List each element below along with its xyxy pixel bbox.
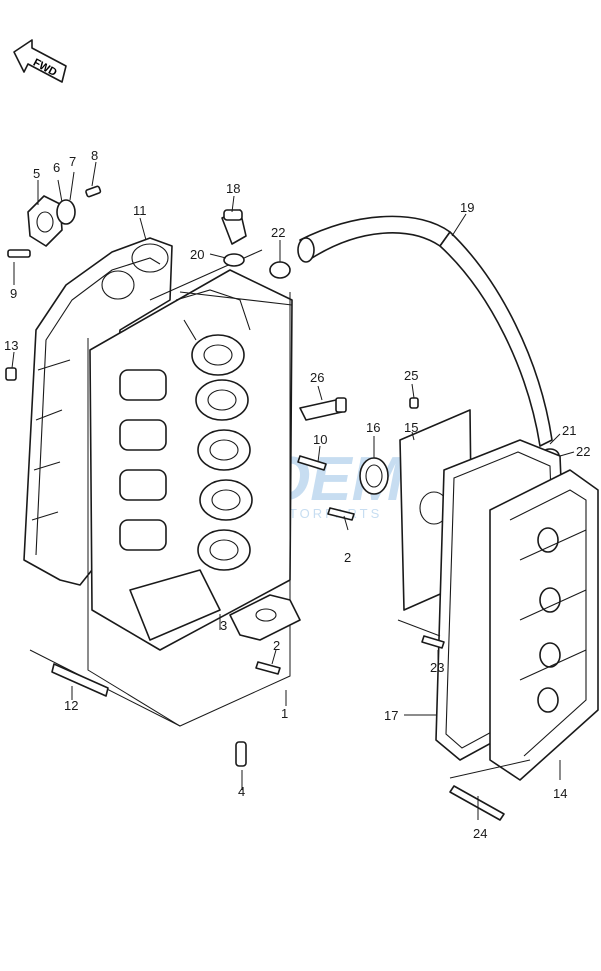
callout-19: 19 bbox=[460, 200, 474, 215]
callout-10: 10 bbox=[313, 432, 327, 447]
callout-22b: 22 bbox=[576, 444, 590, 459]
callout-22a: 22 bbox=[271, 225, 285, 240]
callout-18: 18 bbox=[226, 181, 240, 196]
bolt-12 bbox=[51, 663, 109, 697]
callout-7: 7 bbox=[69, 154, 76, 169]
bolt-2a bbox=[327, 507, 355, 521]
dowel-pin bbox=[235, 741, 247, 767]
thermostat-cover bbox=[27, 195, 63, 247]
callout-8: 8 bbox=[91, 148, 98, 163]
breather-hose bbox=[297, 215, 553, 447]
o-ring-20 bbox=[223, 253, 245, 267]
fwd-arrow-icon: FWD bbox=[13, 39, 67, 83]
callout-16: 16 bbox=[366, 420, 380, 435]
callout-3: 3 bbox=[220, 618, 227, 633]
callout-25: 25 bbox=[404, 368, 418, 383]
callout-labels: 1 2 2 3 4 5 6 7 8 9 10 11 12 13 14 15 16… bbox=[4, 148, 590, 841]
camshaft-cap bbox=[229, 594, 301, 641]
callout-6: 6 bbox=[53, 160, 60, 175]
callout-21: 21 bbox=[562, 423, 576, 438]
oil-filler-cap bbox=[221, 209, 247, 245]
bolt-10 bbox=[297, 455, 327, 471]
callout-1: 1 bbox=[281, 706, 288, 721]
thermostat-bolt-8 bbox=[85, 185, 102, 198]
bolt-24 bbox=[449, 785, 505, 821]
cylinder-head-cover bbox=[489, 469, 599, 781]
callout-2b: 2 bbox=[273, 638, 280, 653]
callout-15: 15 bbox=[404, 420, 418, 435]
callout-5: 5 bbox=[33, 166, 40, 181]
callout-26: 26 bbox=[310, 370, 324, 385]
plug-13 bbox=[5, 367, 17, 381]
callout-2a: 2 bbox=[344, 550, 351, 565]
callout-11: 11 bbox=[133, 203, 147, 218]
bolt-2b bbox=[255, 661, 281, 675]
bolt-23 bbox=[421, 635, 445, 649]
callout-17: 17 bbox=[384, 708, 398, 723]
screw-25 bbox=[409, 397, 419, 409]
thermostat-bolt-9 bbox=[7, 249, 31, 258]
spark-plug bbox=[299, 397, 347, 421]
leader-lines bbox=[11, 161, 575, 820]
oil-seal bbox=[359, 457, 389, 495]
cylinder-head bbox=[89, 249, 293, 651]
thermostat-ring bbox=[56, 199, 76, 225]
callout-20: 20 bbox=[190, 247, 204, 262]
callout-13: 13 bbox=[4, 338, 18, 353]
callout-23: 23 bbox=[430, 660, 444, 675]
hose-clamp-22a bbox=[269, 261, 291, 279]
callout-4: 4 bbox=[238, 784, 245, 799]
callout-12: 12 bbox=[64, 698, 78, 713]
callout-24: 24 bbox=[473, 826, 487, 841]
callout-9: 9 bbox=[10, 286, 17, 301]
callout-14: 14 bbox=[553, 786, 567, 801]
